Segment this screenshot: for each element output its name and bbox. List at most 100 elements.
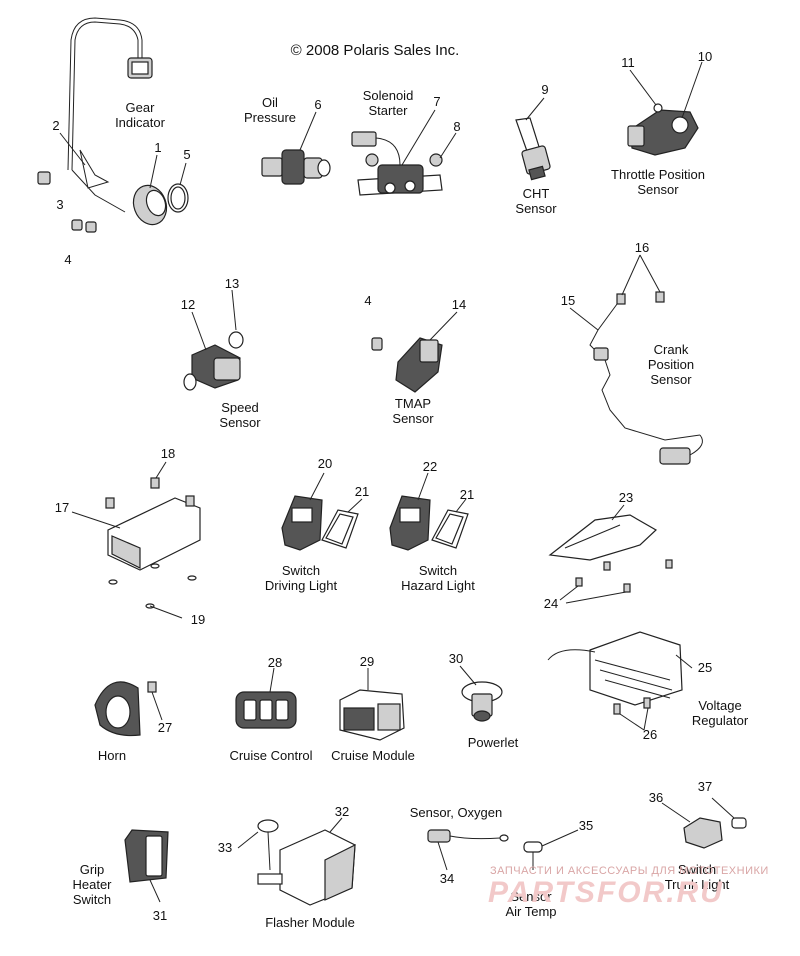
callout-number: 26 [642,727,658,742]
label-line: Sensor [637,182,679,197]
callout-number: 9 [541,82,549,97]
label-cruise-control: Cruise Control [229,748,312,763]
callout-number: 27 [157,720,173,735]
callout-number: 12 [180,297,196,312]
gear-indicator-part [37,17,189,233]
solenoid-starter-part [351,131,443,196]
label-line: Sensor [392,411,434,426]
callout-number: 6 [314,97,322,112]
label-gear-indicator: Gear Indicator [115,100,165,130]
callout-number: 5 [183,147,191,162]
copyright-text: © 2008 Polaris Sales Inc. [290,42,460,59]
callout-number: 11 [621,55,635,70]
label-grip-heater-switch: Grip Heater Switch [72,862,111,907]
label-line: Sensor [219,415,261,430]
air-temp-sensor-part [523,841,543,870]
oxygen-sensor-part [427,829,509,843]
label-horn: Horn [98,748,126,763]
horn-part [94,681,157,737]
label-line: Heater [72,877,112,892]
callout-number: 10 [697,49,713,64]
label-line: Switch [281,563,321,578]
callout-number: 2 [52,118,60,133]
bracket-part [548,514,673,593]
callout-number: 35 [578,818,594,833]
watermark-caption: ЗАПЧАСТИ И АКСЕССУАРЫ ДЛЯ МОТОТЕХНИКИ [490,865,769,877]
callout-number: 1 [154,140,162,155]
label-solenoid-starter: Solenoid Starter [363,88,414,118]
callout-number: 34 [439,871,455,886]
label-powerlet: Powerlet [468,735,519,750]
callout-number: 20 [317,456,333,471]
label-line: Sensor, Oxygen [409,805,503,820]
switch-hazard-light-part [389,495,469,551]
label-line: Voltage [698,698,742,713]
label-line: Flasher Module [265,915,355,930]
callout-number: 4 [64,252,72,267]
cruise-module-part [339,689,405,741]
callout-number: 18 [160,446,176,461]
label-switch-driving-light: Switch Driving Light [265,563,337,593]
flasher-module-part [257,819,356,906]
trunk-light-switch-part [683,817,747,849]
callout-number: 17 [54,500,70,515]
watermark-logo: PARTSFOR.RU [488,876,724,909]
callout-number: 21 [459,487,475,502]
callout-number: 15 [560,293,576,308]
label-line: Powerlet [467,735,519,750]
label-oil-pressure: Oil Pressure [244,95,296,125]
label-line: Oil [262,95,278,110]
label-line: Switch [418,563,458,578]
callout-number: 13 [224,276,240,291]
label-line: Regulator [691,713,749,728]
label-line: Sensor [650,372,692,387]
label-line: Gear [125,100,155,115]
callout-number: 8 [453,119,461,134]
label-cruise-module: Cruise Module [331,748,415,763]
label-line: Throttle Position [611,167,705,182]
label-line: Grip [79,862,105,877]
label-line: Horn [97,748,127,763]
tmap-sensor-part [371,337,443,393]
label-line: Switch [677,862,717,877]
callout-number: 25 [697,660,713,675]
cruise-control-part [235,691,297,729]
label-line: Position [647,357,695,372]
label-line: Sensor [510,889,552,904]
callout-number: 29 [359,654,375,669]
label-line: Starter [368,103,408,118]
callout-number: 7 [433,94,441,109]
callout-number: 16 [634,240,650,255]
label-line: Air Temp [505,904,557,919]
callout-number: 23 [618,490,634,505]
label-line: Crank [653,342,689,357]
label-switch-trunk-light: Switch Trunk Light [665,862,730,892]
callout-number: 37 [697,779,713,794]
callout-number: 14 [451,297,467,312]
label-sensor-air-temp: Sensor Air Temp [505,889,556,919]
label-line: Switch [72,892,112,907]
oil-pressure-part [261,149,331,185]
speed-sensor-part [183,331,244,391]
callout-leaders [59,61,735,903]
label-line: CHT [522,186,550,201]
label-line: Pressure [243,110,297,125]
label-line: Speed [221,400,259,415]
callout-number: 31 [152,908,168,923]
callout-number: 28 [267,655,283,670]
label-line: Indicator [115,115,165,130]
callout-number: 22 [422,459,438,474]
label-line: Solenoid [362,88,414,103]
label-line: Hazard Light [401,578,475,593]
label-switch-hazard-light: Switch Hazard Light [401,563,475,593]
label-line: TMAP [394,396,432,411]
label-flasher-module: Flasher Module [265,915,355,930]
callout-number: 4 [364,293,372,308]
voltage-regulator-part [547,631,683,715]
callout-number: 36 [648,790,664,805]
label-line: Cruise Module [331,748,415,763]
label-cht-sensor: CHT Sensor [515,186,556,216]
crank-position-part [589,291,703,465]
callout-number: 30 [448,651,464,666]
